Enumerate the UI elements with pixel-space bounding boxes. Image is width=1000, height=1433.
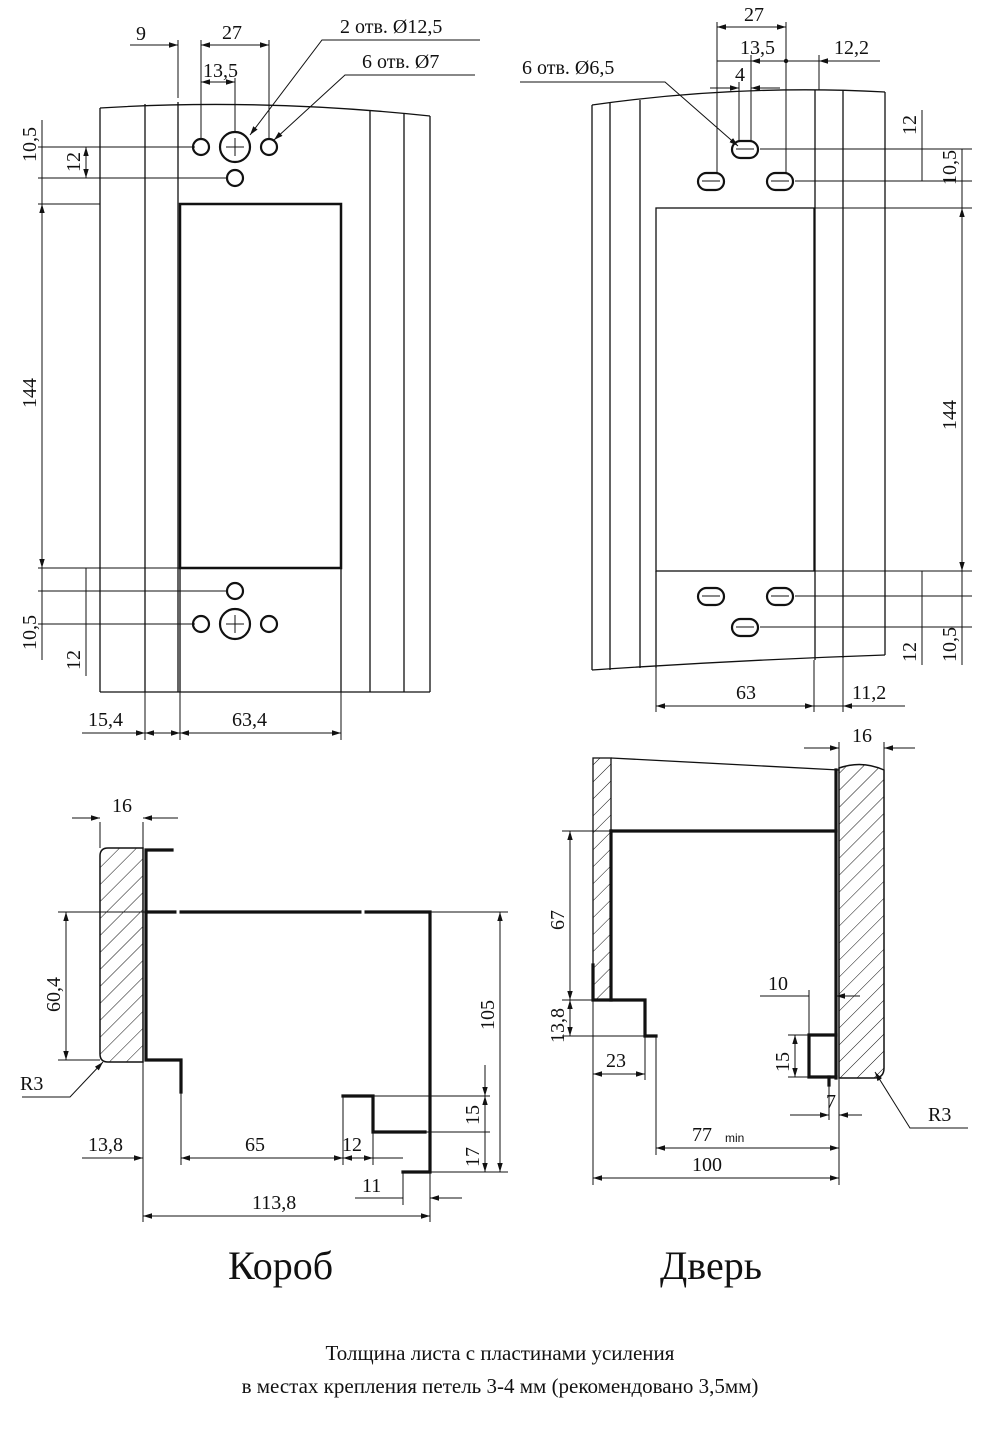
door-sec-dim-100: 100 — [692, 1154, 722, 1176]
box-section-view: 16 60,4 R3 105 15 17 13,8 65 12 — [20, 795, 508, 1222]
dim-15-4: 15,4 — [88, 709, 123, 731]
door-sec-dim-16: 16 — [852, 725, 872, 747]
door-front-view: 27 13,5 4 12,2 6 отв. Ø6,5 12 10,5 144 1… — [520, 4, 972, 712]
slot — [696, 586, 726, 607]
door-left-wall-hatched — [592, 757, 612, 1001]
door-sec-dim-77-suffix: min — [725, 1131, 744, 1145]
box-front-view: 9 27 13,5 2 отв. Ø12,5 6 отв. Ø7 10,5 12… — [19, 16, 480, 740]
door-dim-144: 144 — [939, 400, 961, 430]
sec-dim-16: 16 — [112, 795, 132, 817]
sec-dim-113-8: 113,8 — [252, 1192, 296, 1214]
door-dim-13-5: 13,5 — [740, 37, 775, 59]
hole-small — [259, 137, 279, 157]
door-sec-dim-15: 15 — [772, 1052, 794, 1072]
sec-dim-65: 65 — [245, 1134, 265, 1156]
door-right-wall-hatched — [838, 763, 885, 1079]
slot — [696, 171, 726, 192]
door-sec-dim-67: 67 — [547, 910, 569, 930]
dim-9: 9 — [136, 23, 146, 45]
door-dim-11-2: 11,2 — [852, 682, 886, 704]
hole-small — [225, 581, 245, 601]
sec-radius: R3 — [20, 1073, 43, 1095]
door-sec-dim-77: 77 — [692, 1124, 712, 1146]
sec-dim-105: 105 — [477, 1000, 499, 1030]
note-line-2: в местах крепления петель 3-4 мм (рекоме… — [241, 1374, 759, 1398]
slot-top — [730, 139, 760, 160]
door-dim-27: 27 — [744, 4, 764, 26]
door-dim-top-10-5: 10,5 — [939, 150, 961, 185]
door-dim-bottom-12: 12 — [899, 642, 921, 662]
callout-large-holes: 2 отв. Ø12,5 — [340, 16, 442, 38]
door-sec-dim-13-8: 13,8 — [547, 1008, 569, 1043]
hole-small — [225, 168, 245, 188]
door-sec-radius: R3 — [928, 1104, 951, 1126]
hole-large-bottom — [218, 607, 252, 641]
dim-144: 144 — [19, 378, 41, 408]
door-dim-bottom-10-5: 10,5 — [939, 627, 961, 662]
dim-27: 27 — [222, 22, 242, 44]
sec-dim-11: 11 — [362, 1175, 381, 1197]
slot — [765, 586, 795, 607]
hole-small — [191, 614, 211, 634]
door-sec-dim-7: 7 — [826, 1091, 836, 1113]
slot-bottom — [730, 617, 760, 638]
door-dim-12-2: 12,2 — [834, 37, 869, 59]
door-sec-dim-10: 10 — [768, 973, 788, 995]
sec-dim-12: 12 — [342, 1134, 362, 1156]
dim-63-4: 63,4 — [232, 709, 267, 731]
sec-dim-15: 15 — [462, 1105, 484, 1125]
sec-dim-13-8: 13,8 — [88, 1134, 123, 1156]
door-section-view: 16 67 13,8 10 15 23 7 R3 77 — [547, 725, 968, 1185]
door-dim-4: 4 — [735, 64, 745, 86]
door-sec-dim-23: 23 — [606, 1050, 626, 1072]
dim-bottom-12: 12 — [63, 650, 85, 670]
note-line-1: Толщина листа с пластинами усиления — [325, 1341, 675, 1365]
dim-top-10-5: 10,5 — [19, 127, 41, 162]
slot — [765, 171, 795, 192]
title-door: Дверь — [660, 1243, 762, 1288]
sec-dim-60-4: 60,4 — [43, 977, 65, 1012]
wall-hatched — [99, 847, 144, 1063]
hole-small — [191, 137, 211, 157]
door-dim-63: 63 — [736, 682, 756, 704]
title-box: Короб — [228, 1243, 334, 1288]
dim-top-12: 12 — [63, 152, 85, 172]
door-dim-top-12: 12 — [899, 115, 921, 135]
sec-dim-17: 17 — [462, 1147, 484, 1167]
dim-13-5: 13,5 — [203, 60, 238, 82]
callout-small-holes: 6 отв. Ø7 — [362, 51, 439, 73]
dim-bottom-10-5: 10,5 — [19, 615, 41, 650]
hole-small — [259, 614, 279, 634]
callout-slots: 6 отв. Ø6,5 — [522, 57, 614, 79]
